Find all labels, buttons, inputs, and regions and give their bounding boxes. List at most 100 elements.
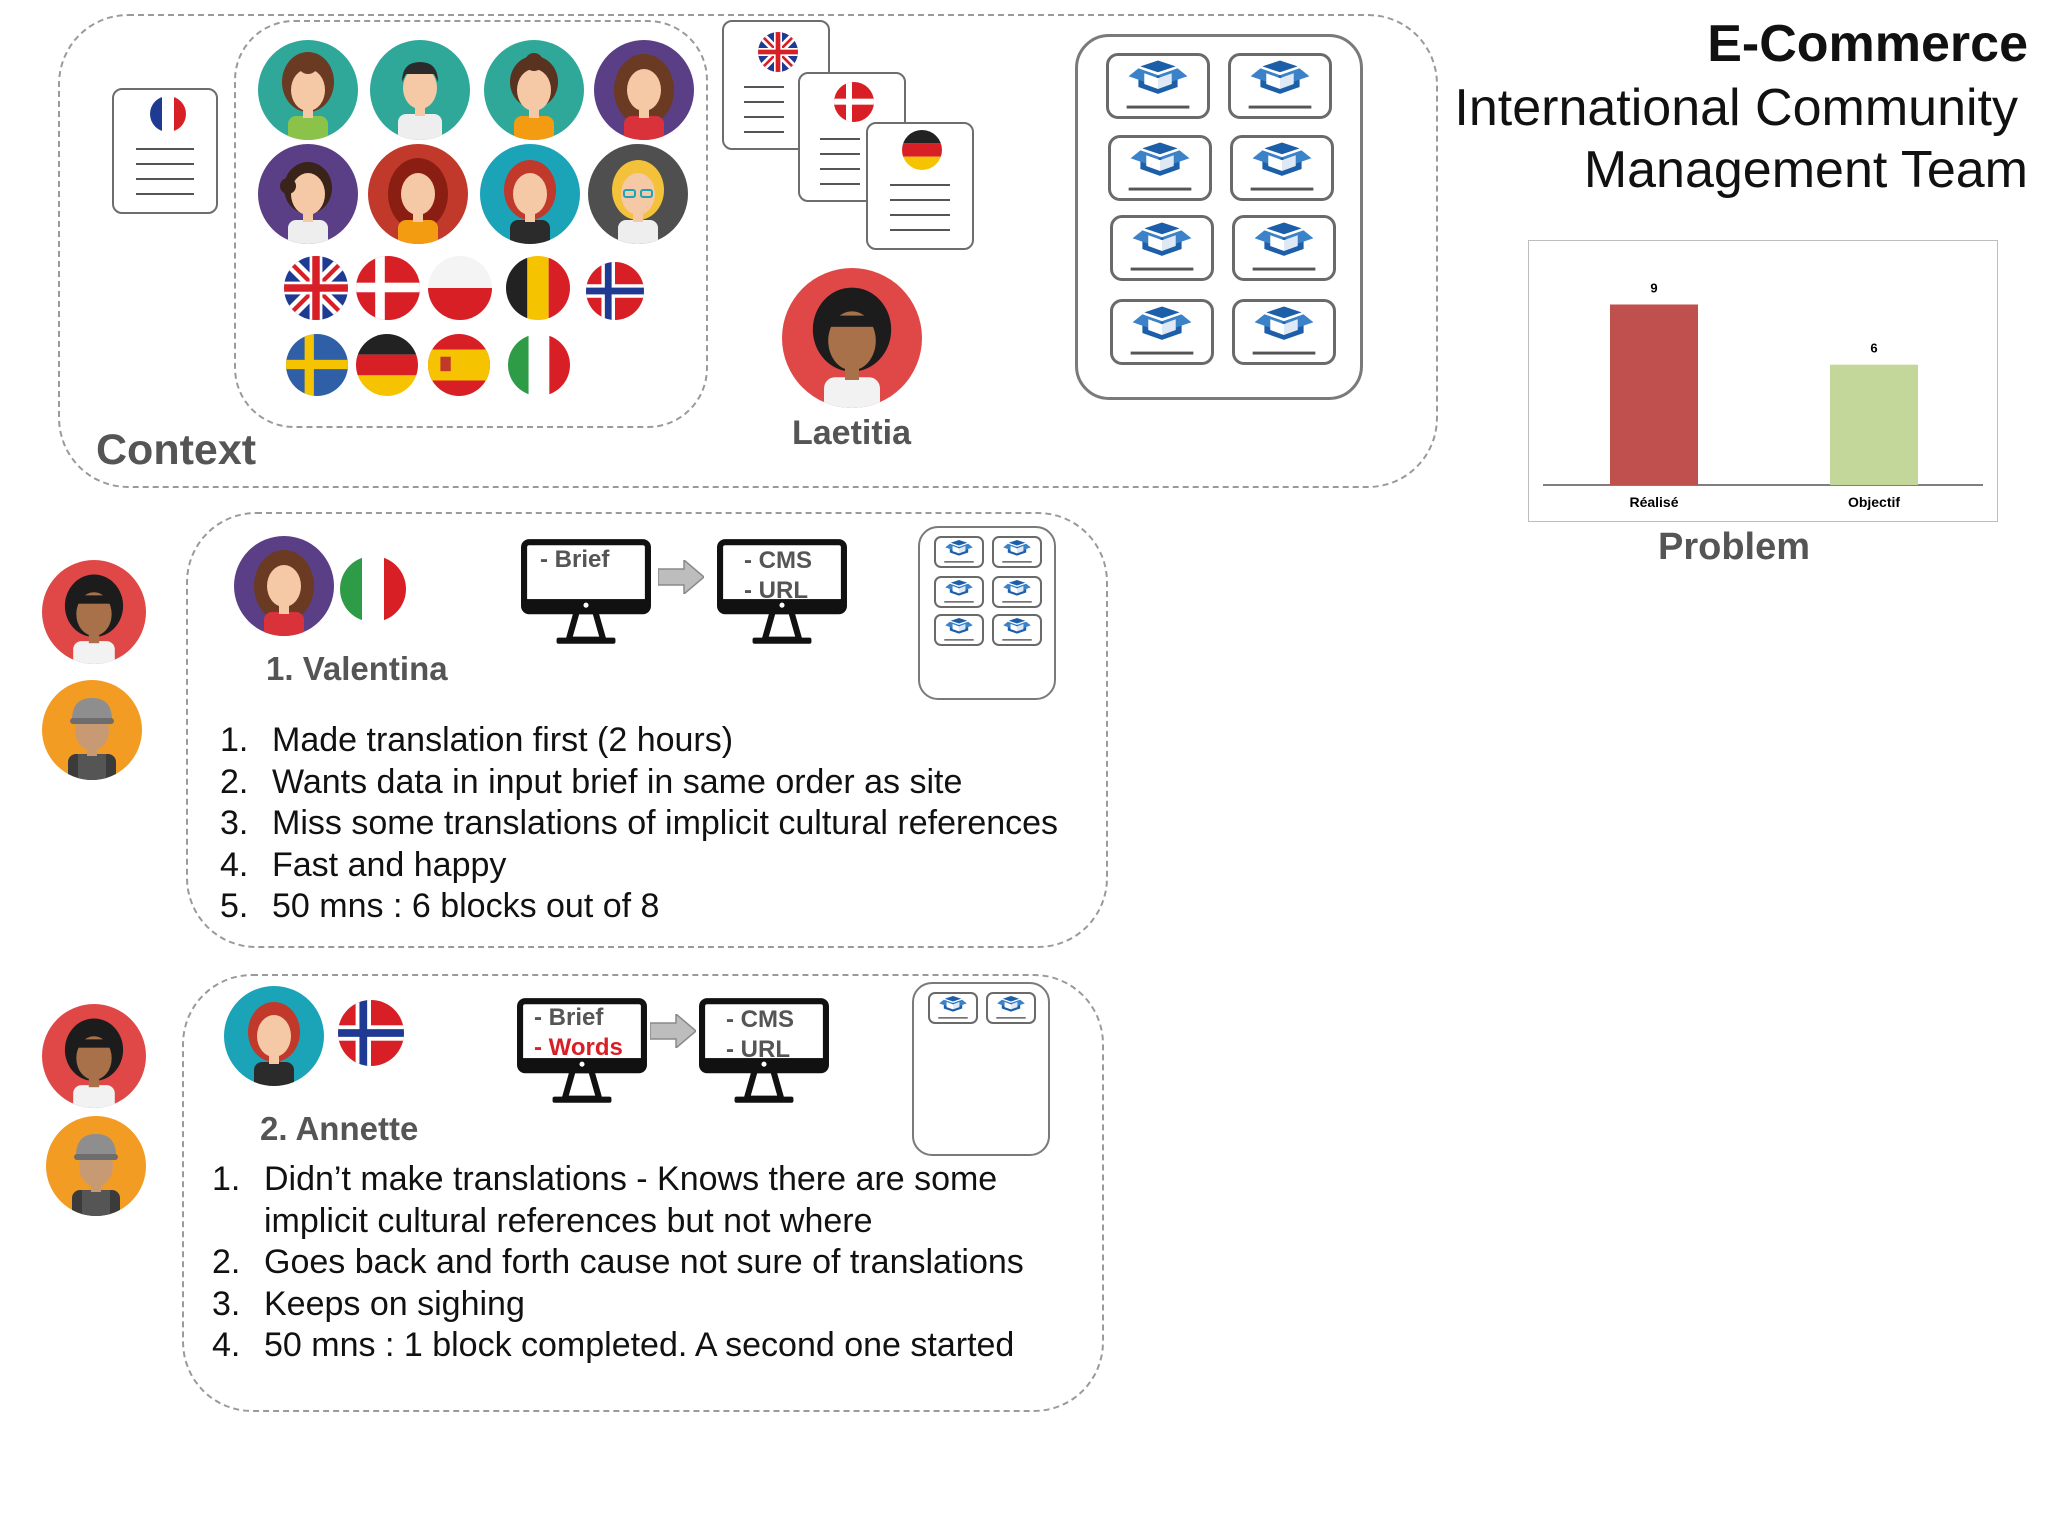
italy-flag-icon: [340, 556, 406, 622]
laetitia-small-avatar: [42, 560, 146, 664]
valentina-name: 1. Valentina: [266, 650, 448, 687]
list-number: 3.: [220, 804, 249, 842]
team-avatar-woman-teal: [258, 40, 358, 140]
bar-1: [1610, 304, 1698, 485]
page-subtitle-line2: Management Team: [1583, 141, 2028, 199]
list-item: 1. Didn’t make translations - Knows there…: [212, 1159, 1024, 1201]
list-number: 5.: [220, 887, 249, 925]
content-block-icon: [1232, 299, 1336, 365]
bar-value-label: 6: [1870, 341, 1877, 356]
content-block-icon: [992, 536, 1042, 568]
list-text: 50 mns : 1 block completed. A second one…: [264, 1326, 1015, 1364]
list-number: 4.: [220, 845, 249, 884]
list-number: 3.: [212, 1284, 241, 1323]
team-avatar-woman-teal-2: [484, 40, 584, 140]
context-label: Context: [96, 426, 257, 474]
list-number: 2.: [212, 1243, 241, 1281]
content-block-icon: [1106, 53, 1210, 119]
content-block-icon: [992, 614, 1042, 646]
valentina-observations-list: 1.Made translation first (2 hours) 2. Wan…: [220, 720, 1058, 928]
poland-flag-icon: [428, 256, 492, 320]
cms-monitor-text: - CMS - URL: [726, 1005, 794, 1065]
arrow-right-icon: [649, 1012, 698, 1050]
list-item: 1.Made translation first (2 hours): [220, 720, 1058, 762]
denmark-flag-icon: [356, 256, 420, 320]
cms-monitor-text: - CMS - URL: [744, 546, 812, 606]
team-avatar-woman-red: [368, 144, 468, 244]
cms-label: - CMS: [726, 1006, 794, 1033]
valentina-blocks-tray: [918, 526, 1056, 700]
denmark-flag-icon: [834, 82, 874, 122]
laetitia-name: Laetitia: [792, 414, 912, 452]
worker-avatar: [42, 680, 142, 780]
list-item: 5. 50 mns : 6 blocks out of 8: [220, 886, 1058, 928]
brief-monitor-text: - Brief: [540, 545, 609, 575]
annette-blocks-tray: [912, 982, 1050, 1156]
list-text: 50 mns : 6 blocks out of 8: [272, 887, 660, 925]
team-avatar-woman-grey-glasses: [588, 144, 688, 244]
words-dash: -: [534, 1034, 549, 1061]
belgium-flag-icon: [506, 256, 570, 320]
germany-flag-icon: [356, 334, 418, 396]
url-label: - URL: [726, 1036, 790, 1063]
norway-flag-icon: [338, 1000, 404, 1066]
team-avatar-woman-teal-3: [480, 144, 580, 244]
worker-avatar: [46, 1116, 146, 1216]
list-item: 4.50 mns : 1 block completed. A second o…: [212, 1325, 1024, 1367]
uk-flag-icon: [758, 32, 798, 72]
italy-flag-icon: [508, 334, 570, 396]
annette-panel: [182, 974, 1104, 1412]
bar-value-label: 9: [1650, 280, 1657, 295]
list-text: implicit cultural references but not whe…: [264, 1201, 873, 1240]
laetitia-small-avatar: [42, 1004, 146, 1108]
annette-avatar: [224, 986, 324, 1086]
list-text: Made translation first (2 hours): [272, 721, 734, 759]
content-block-icon: [934, 536, 984, 568]
spain-flag-icon: [428, 334, 490, 396]
content-block-icon: [1232, 215, 1336, 281]
content-block-icon: [1110, 299, 1214, 365]
french-brief-doc: [112, 88, 218, 214]
url-label: - URL: [744, 577, 808, 604]
words-text: Words: [548, 1034, 623, 1061]
list-number: 1.: [212, 1160, 241, 1198]
context-panel: [58, 14, 1438, 488]
valentina-avatar: [234, 536, 334, 636]
list-item: 4.Fast and happy: [220, 845, 1058, 887]
germany-brief-doc: [866, 122, 974, 250]
list-text: Wants data in input brief in same order …: [272, 762, 963, 801]
laetitia-avatar: [782, 268, 922, 408]
team-avatar-woman-purple: [594, 40, 694, 140]
brief-label: - Brief: [540, 546, 610, 573]
content-block-icon: [1228, 53, 1332, 119]
arrow-right-icon: [657, 558, 706, 596]
context-blocks-tray: [1075, 34, 1363, 400]
category-tick-label: Réalisé: [1629, 494, 1678, 510]
list-text: Keeps on sighing: [264, 1284, 525, 1323]
content-block-icon: [928, 992, 978, 1024]
list-text: Goes back and forth cause not sure of tr…: [264, 1243, 1024, 1281]
list-text: Didn’t make translations - Knows there a…: [264, 1160, 998, 1198]
category-tick-label: Objectif: [1848, 494, 1900, 510]
cms-label: - CMS: [744, 547, 812, 574]
bar-2: [1830, 364, 1918, 485]
brief-monitor-text: - Brief - Words: [534, 1003, 623, 1063]
content-block-icon: [986, 992, 1036, 1024]
team-avatar-man-teal: [370, 40, 470, 140]
annette-observations-list: 1. Didn’t make translations - Knows there…: [212, 1159, 1024, 1367]
list-item: 2. Goes back and forth cause not sure of …: [212, 1242, 1024, 1284]
sweden-flag-icon: [286, 334, 348, 396]
content-block-icon: [1230, 135, 1334, 201]
list-item: 2. Wants data in input brief in same orde…: [220, 762, 1058, 804]
france-flag-icon: [150, 96, 186, 132]
germany-flag-icon: [902, 130, 942, 170]
list-number: 2.: [220, 762, 249, 801]
annette-name: 2. Annette: [260, 1110, 419, 1147]
team-panel: [234, 20, 708, 428]
list-item-continuation: implicit cultural references but not whe…: [212, 1201, 1024, 1243]
uk-flag-icon: [284, 256, 348, 320]
content-block-icon: [992, 576, 1042, 608]
content-block-icon: [1110, 215, 1214, 281]
